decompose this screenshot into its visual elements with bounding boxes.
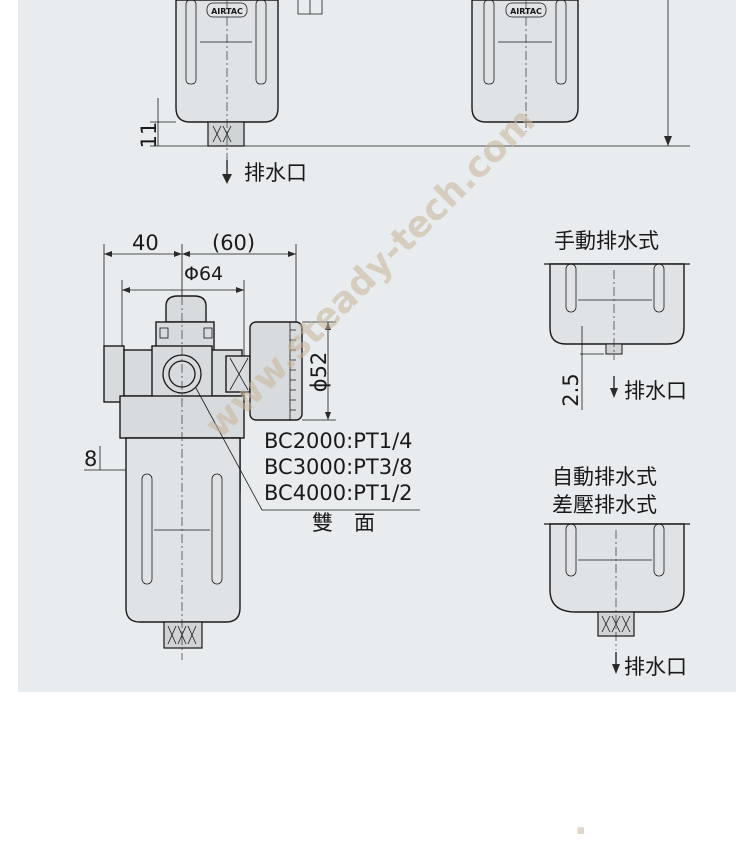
watermark-fragment: . <box>574 802 588 843</box>
dim-8: 8 <box>84 447 97 471</box>
top-right-unit: AIRTAC <box>210 0 690 147</box>
main-front-view: 40 (60) Φ64 ϕ52 <box>84 231 420 660</box>
dim-40: 40 <box>132 231 159 255</box>
dim-11: 11 <box>137 122 161 149</box>
drain-label-auto: 排水口 <box>624 655 687 679</box>
brand-label-2: AIRTAC <box>510 7 542 16</box>
top-left-unit: AIRTAC 11 排水口 <box>137 0 323 185</box>
port-spec-1: BC2000:PT1/4 <box>264 429 413 453</box>
auto-drain-detail: 自動排水式 差壓排水式 排水口 <box>544 465 690 679</box>
auto-drain-title-1: 自動排水式 <box>552 465 657 489</box>
manual-drain-title: 手動排水式 <box>554 229 659 253</box>
dim-phi64: Φ64 <box>184 263 223 285</box>
dim-phi52: ϕ52 <box>307 352 331 393</box>
brand-label: AIRTAC <box>211 7 243 16</box>
auto-drain-title-2: 差壓排水式 <box>552 493 657 517</box>
drain-label-top: 排水口 <box>244 161 307 185</box>
watermark: www.steady-tech.com <box>197 100 543 446</box>
both-sides-label: 雙 面 <box>312 511 375 535</box>
manual-drain-detail: 手動排水式 2.5 排水口 <box>544 229 690 410</box>
drain-label-manual: 排水口 <box>624 379 687 403</box>
dim-60: (60) <box>212 231 255 255</box>
port-spec-2: BC3000:PT3/8 <box>264 455 413 479</box>
port-spec-3: BC4000:PT1/2 <box>264 481 413 505</box>
dim-2-5: 2.5 <box>559 373 583 406</box>
